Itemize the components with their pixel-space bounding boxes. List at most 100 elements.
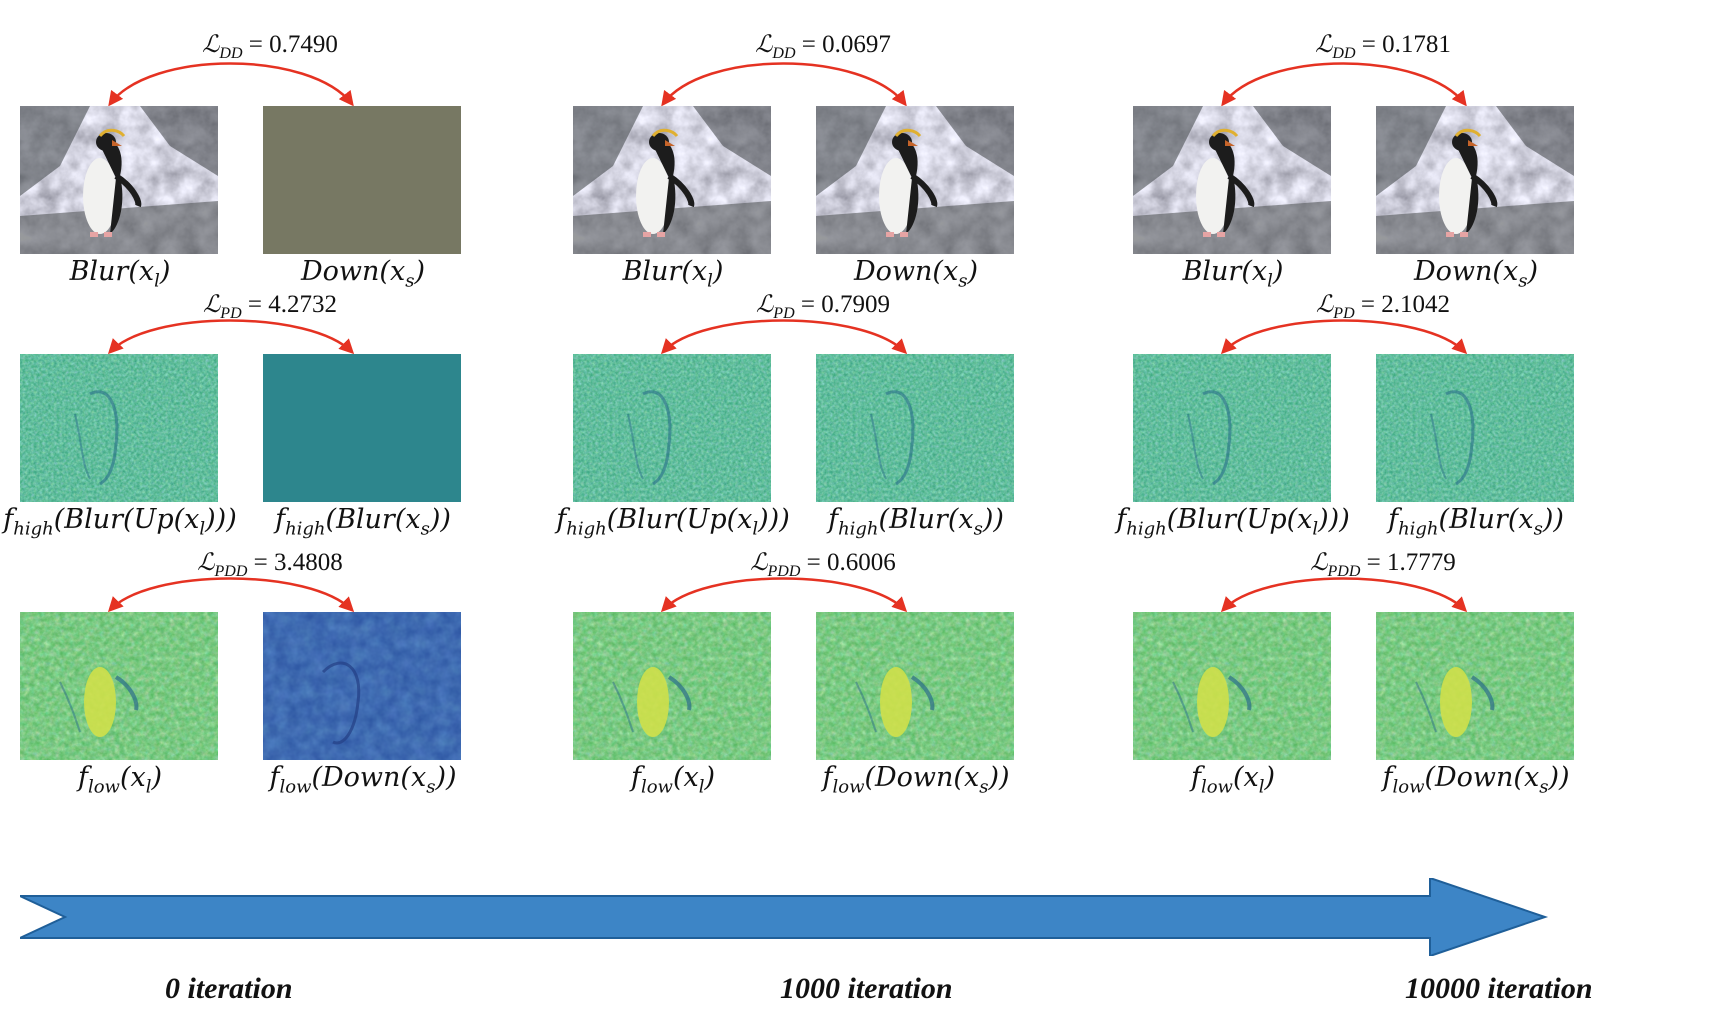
right-caption-sub: s <box>958 270 968 292</box>
loss-symbol: ℒ <box>750 548 768 576</box>
comparison-arc <box>661 62 907 107</box>
right-caption-tail: (Blur(x <box>878 504 974 535</box>
left-caption-tail2: ))) <box>758 504 790 535</box>
left-caption-head: Blur(x <box>69 256 155 287</box>
right-image-tile <box>263 612 461 760</box>
right-image-tile <box>263 354 461 502</box>
loss-subscript: PD <box>1333 305 1355 322</box>
left-caption-head: Blur(x <box>622 256 708 287</box>
right-caption: flow(Down(xs)) <box>1326 762 1626 797</box>
right-caption-tail2: )) <box>982 504 1004 535</box>
high-freq-map-tile <box>20 354 218 502</box>
right-caption-tail2: )) <box>435 762 457 793</box>
left-caption-head: Blur(x <box>1182 256 1268 287</box>
right-caption-sub2: s <box>973 518 983 540</box>
left-caption-tail: (Blur(Up(x <box>53 504 200 535</box>
left-caption-tail: (Blur(Up(x <box>1166 504 1313 535</box>
right-image-tile <box>816 612 1014 760</box>
left-caption-sub2: l <box>199 518 206 540</box>
loss-subscript: DD <box>1332 45 1356 62</box>
low-freq-map-tile <box>573 612 771 760</box>
right-caption-head: f <box>1388 504 1399 535</box>
left-caption-head: f <box>3 504 14 535</box>
penguin-photo-tile <box>573 106 771 254</box>
left-caption: fhigh(Blur(Up(xl))) <box>1083 504 1383 539</box>
right-caption-tail: (Blur(x <box>1438 504 1534 535</box>
loss-symbol: ℒ <box>203 290 221 318</box>
right-caption-tail: (Down(x <box>864 762 980 793</box>
loss-value: = 2.1042 <box>1354 291 1450 318</box>
right-image-tile <box>263 106 461 254</box>
left-caption-sub2: l <box>752 518 759 540</box>
left-caption-tail: (Blur(Up(x <box>606 504 753 535</box>
right-caption-sub2: s <box>1539 776 1549 798</box>
comparison-arc <box>660 577 908 613</box>
right-caption-sub2: s <box>420 518 430 540</box>
right-caption-tail: (Down(x <box>311 762 427 793</box>
right-caption: fhigh(Blur(xs)) <box>766 504 1066 539</box>
loss-label: ℒPD = 4.2732 <box>0 290 670 323</box>
left-caption-sub: high <box>1126 518 1167 540</box>
left-caption: flow(xl) <box>523 762 823 797</box>
left-caption-tail: ) <box>712 256 724 287</box>
penguin-photo-tile <box>816 106 1014 254</box>
right-caption-sub: low <box>1392 776 1425 798</box>
right-image-tile <box>1376 612 1574 760</box>
left-caption-sub2: l <box>698 776 705 798</box>
loss-label: ℒPDD = 3.4808 <box>0 548 670 581</box>
loss-value: = 0.7490 <box>242 31 338 58</box>
left-image-tile <box>573 612 771 760</box>
right-caption-sub2: s <box>1533 518 1543 540</box>
right-image-tile <box>1376 354 1574 502</box>
loss-value: = 3.4808 <box>247 549 343 576</box>
high-freq-map-tile <box>1133 354 1331 502</box>
iteration-progress-arrow <box>20 878 1549 956</box>
left-caption-head: f <box>556 504 567 535</box>
loss-symbol: ℒ <box>1315 30 1333 58</box>
right-caption-tail2: )) <box>988 762 1010 793</box>
left-caption: flow(xl) <box>1083 762 1383 797</box>
loss-value: = 0.7909 <box>794 291 890 318</box>
right-image-tile <box>1376 106 1574 254</box>
right-caption-tail: ) <box>1527 256 1538 287</box>
left-caption: Blur(xl) <box>1083 256 1383 291</box>
right-caption: fhigh(Blur(xs)) <box>213 504 513 539</box>
left-caption-sub: low <box>87 776 120 798</box>
left-caption-sub2: l <box>1312 518 1319 540</box>
right-caption-tail: ) <box>967 256 978 287</box>
iteration-label-10000: 10000 iteration <box>1405 972 1593 1005</box>
solid-gray-tile <box>263 106 461 254</box>
right-caption-head: f <box>275 504 286 535</box>
left-caption-tail2: ) <box>704 762 716 793</box>
left-caption-tail: ) <box>159 256 171 287</box>
loss-symbol: ℒ <box>197 548 215 576</box>
low-freq-map-tile <box>816 612 1014 760</box>
left-caption-head: f <box>1116 504 1127 535</box>
right-image-tile <box>816 106 1014 254</box>
loss-value: = 0.6006 <box>800 549 896 576</box>
loss-subscript: PD <box>220 305 242 322</box>
blue-low-freq-tile <box>263 612 461 760</box>
right-caption: fhigh(Blur(xs)) <box>1326 504 1626 539</box>
comparison-arc <box>107 319 355 355</box>
left-caption: fhigh(Blur(Up(xl))) <box>523 504 823 539</box>
left-caption-sub2: l <box>145 776 152 798</box>
right-caption: Down(xs) <box>213 256 513 291</box>
left-caption-tail2: ) <box>1264 762 1276 793</box>
left-caption: flow(xl) <box>0 762 270 797</box>
right-caption-sub: high <box>1398 518 1439 540</box>
comparison-arc <box>108 62 354 107</box>
loss-subscript: PDD <box>1327 563 1361 580</box>
right-caption-tail: (Blur(x <box>325 504 421 535</box>
iteration-label-1000: 1000 iteration <box>780 972 953 1005</box>
loss-label: ℒDD = 0.7490 <box>0 30 670 63</box>
left-image-tile <box>20 354 218 502</box>
loss-symbol: ℒ <box>756 290 774 318</box>
